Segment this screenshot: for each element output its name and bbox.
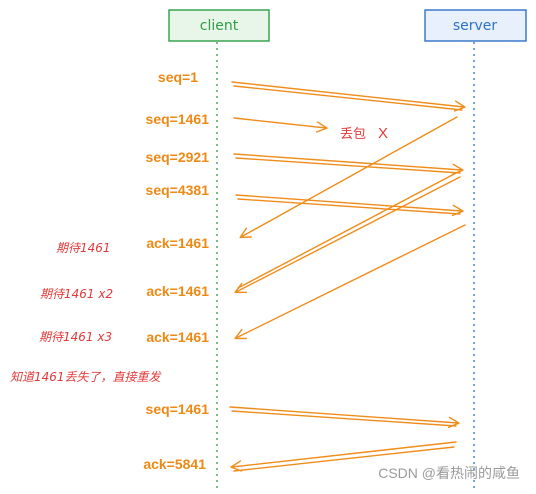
server-actor-label: server <box>453 18 498 34</box>
ack-arrow <box>230 441 457 472</box>
ack-arrow <box>234 224 466 340</box>
message-label: seq=1461 <box>146 401 210 417</box>
ack-arrow <box>234 176 461 294</box>
message-label: seq=1461 <box>146 111 210 127</box>
message-label: ack=1461 <box>146 235 209 251</box>
annotation-note: 知道1461丢失了，直接重发 <box>10 370 163 384</box>
watermark: CSDN @看热闹的咸鱼 <box>378 465 520 481</box>
annotation-note: 期待1461 x2 <box>40 287 113 301</box>
message-arrow <box>231 81 466 112</box>
message-label: ack=1461 <box>146 329 209 345</box>
message-arrow-sketch <box>237 198 461 215</box>
retransmit-arrow-sketch <box>231 410 457 427</box>
ack-arrow <box>239 116 458 239</box>
lost-message-arrow <box>233 117 328 133</box>
client-actor-box: client <box>168 9 270 42</box>
client-actor-label: client <box>200 18 239 34</box>
message-label: seq=1 <box>158 69 198 85</box>
annotation-note: 期待1461 <box>56 241 111 255</box>
server-actor-box: server <box>424 9 527 42</box>
ack-arrow-sketch <box>237 171 459 289</box>
message-label: ack=1461 <box>146 283 209 299</box>
message-arrow-sketch <box>233 85 463 111</box>
message-arrow <box>235 194 464 217</box>
message-label: seq=4381 <box>146 182 210 198</box>
message-arrow <box>233 153 464 176</box>
message-label: ack=5841 <box>143 456 206 472</box>
lost-note: 丢包 <box>340 127 366 142</box>
message-arrow-sketch <box>235 157 461 174</box>
lost-x-mark: X <box>378 125 388 142</box>
annotation-note: 期待1461 x3 <box>39 330 112 344</box>
retransmit-arrow <box>229 406 460 429</box>
ack-arrow-sketch <box>233 446 455 472</box>
message-label: seq=2921 <box>146 149 210 165</box>
